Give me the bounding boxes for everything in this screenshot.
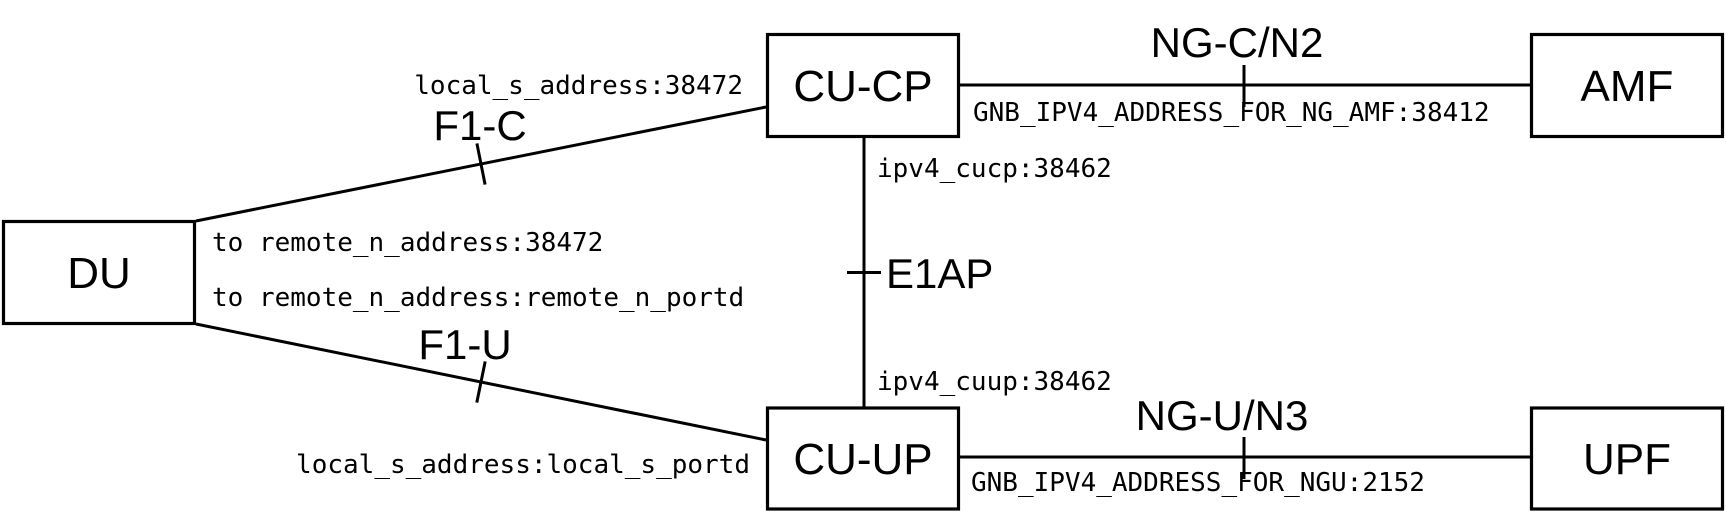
e1ap-interface-label: E1AP: [886, 250, 993, 297]
ngu-address-label: GNB_IPV4_ADDRESS_FOR_NGU:2152: [971, 468, 1425, 498]
cuup-ip-label: ipv4_cuup:38462: [877, 367, 1112, 397]
cuup-node-label: CU-UP: [793, 435, 932, 484]
du-remote-address-label-1: to remote_n_address:38472: [212, 228, 603, 258]
ngc-interface-label: NG-C/N2: [1151, 19, 1324, 66]
ngc-address-label: GNB_IPV4_ADDRESS_FOR_NG_AMF:38412: [973, 98, 1490, 128]
cucp-ip-label: ipv4_cucp:38462: [877, 154, 1112, 184]
amf-node: [1529, 32, 1725, 139]
upf-node: [1529, 406, 1725, 511]
f1u-midpoint-tick: [475, 361, 487, 403]
amf-node-label: AMF: [1581, 62, 1674, 111]
cuup-node: [765, 406, 961, 511]
f1c-midpoint-tick: [475, 143, 487, 185]
f1u-address-label: local_s_address:local_s_portd: [296, 450, 750, 480]
ngu-interface-label: NG-U/N3: [1136, 392, 1309, 439]
du-node-label: DU: [67, 249, 131, 298]
f1u-interface-label: F1-U: [418, 321, 511, 368]
f1c-address-label: local_s_address:38472: [414, 71, 743, 101]
du-remote-address-label-2: to remote_n_address:remote_n_portd: [212, 283, 744, 313]
cucp-node-label: CU-CP: [793, 62, 932, 111]
cucp-node: [765, 32, 961, 139]
upf-node-label: UPF: [1583, 435, 1671, 484]
du-node: [1, 219, 197, 326]
f1c-interface-label: F1-C: [433, 102, 526, 149]
